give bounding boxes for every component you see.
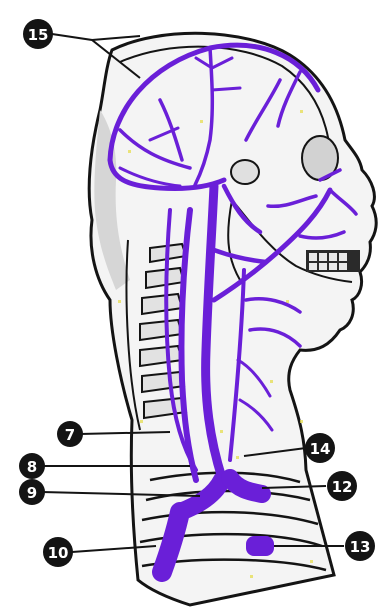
callout-13-label: 13 bbox=[350, 538, 371, 556]
callout-15: 15 bbox=[23, 19, 53, 49]
callout-15-label: 15 bbox=[28, 26, 49, 44]
callout-7-label: 7 bbox=[65, 426, 75, 444]
callout-14-label: 14 bbox=[310, 440, 331, 458]
callout-13: 13 bbox=[345, 531, 375, 561]
callout-7: 7 bbox=[57, 421, 83, 447]
callout-8: 8 bbox=[19, 453, 45, 479]
head-silhouette bbox=[89, 33, 376, 605]
callout-10: 10 bbox=[43, 537, 73, 567]
teeth bbox=[306, 250, 360, 272]
skull-outline bbox=[89, 33, 376, 605]
callout-12: 12 bbox=[327, 471, 357, 501]
callout-14: 14 bbox=[305, 433, 335, 463]
callout-12-label: 12 bbox=[332, 478, 353, 496]
callout-9: 9 bbox=[19, 479, 45, 505]
zygomatic bbox=[231, 160, 259, 184]
callout-8-label: 8 bbox=[27, 458, 37, 476]
callout-9-label: 9 bbox=[27, 484, 37, 502]
subclavian-vein bbox=[246, 536, 274, 556]
callout-10-label: 10 bbox=[48, 544, 69, 562]
